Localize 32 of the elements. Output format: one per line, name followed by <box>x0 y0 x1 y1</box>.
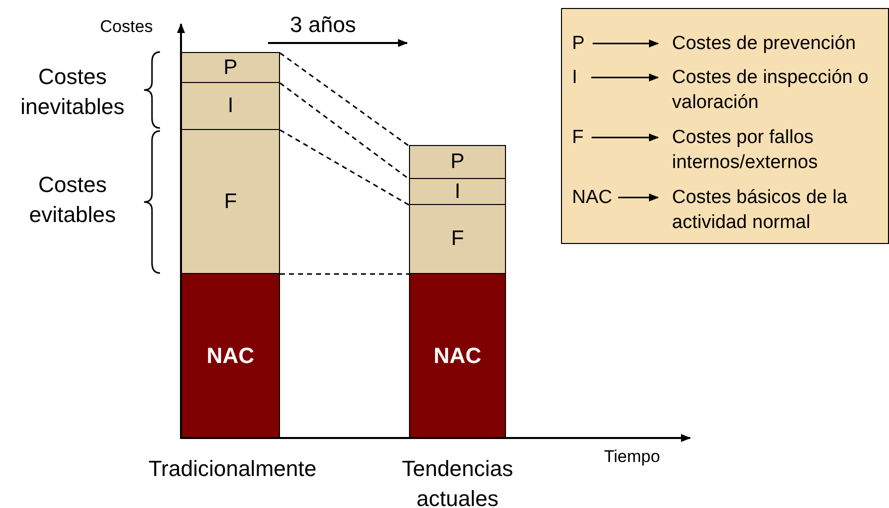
arrow <box>618 194 659 202</box>
cost-segment: P <box>181 52 280 83</box>
legend-key: NAC <box>572 185 612 210</box>
axis-title: Costes <box>100 16 154 38</box>
axis-title: Tiempo <box>604 446 662 468</box>
cost-segment: F <box>181 129 280 274</box>
dashed-line <box>280 82 410 180</box>
group-label: Costes evitables <box>28 171 117 229</box>
legend-key: F <box>572 125 584 150</box>
legend-key: P <box>572 31 585 56</box>
category-label: Tradicionalmente <box>148 455 318 483</box>
category-label: Tendencias actuales <box>400 455 514 508</box>
dashed-line <box>280 273 409 275</box>
group-label: Costes inevitables <box>20 63 126 121</box>
legend-key: I <box>572 65 578 90</box>
cost-segment: I <box>181 82 280 130</box>
legend-panel <box>561 8 889 244</box>
dashed-line <box>280 52 410 147</box>
arrow <box>592 40 659 48</box>
legend-text: Costes de inspección o valoración <box>672 65 887 115</box>
legend-text: Costes de prevención <box>672 31 887 56</box>
legend-text: Costes básicos de la actividad normal <box>672 185 887 235</box>
dashed-line <box>280 129 410 206</box>
arrow <box>592 134 659 142</box>
cost-segment: I <box>409 178 506 205</box>
arrow <box>591 74 659 82</box>
cost-segment: P <box>409 145 506 179</box>
legend-text: Costes por fallos internos/externos <box>672 125 887 175</box>
cost-segment: NAC <box>409 273 506 439</box>
cost-segment: F <box>409 204 506 274</box>
duration-label: 3 años <box>290 11 358 39</box>
cost-segment: NAC <box>181 273 280 439</box>
